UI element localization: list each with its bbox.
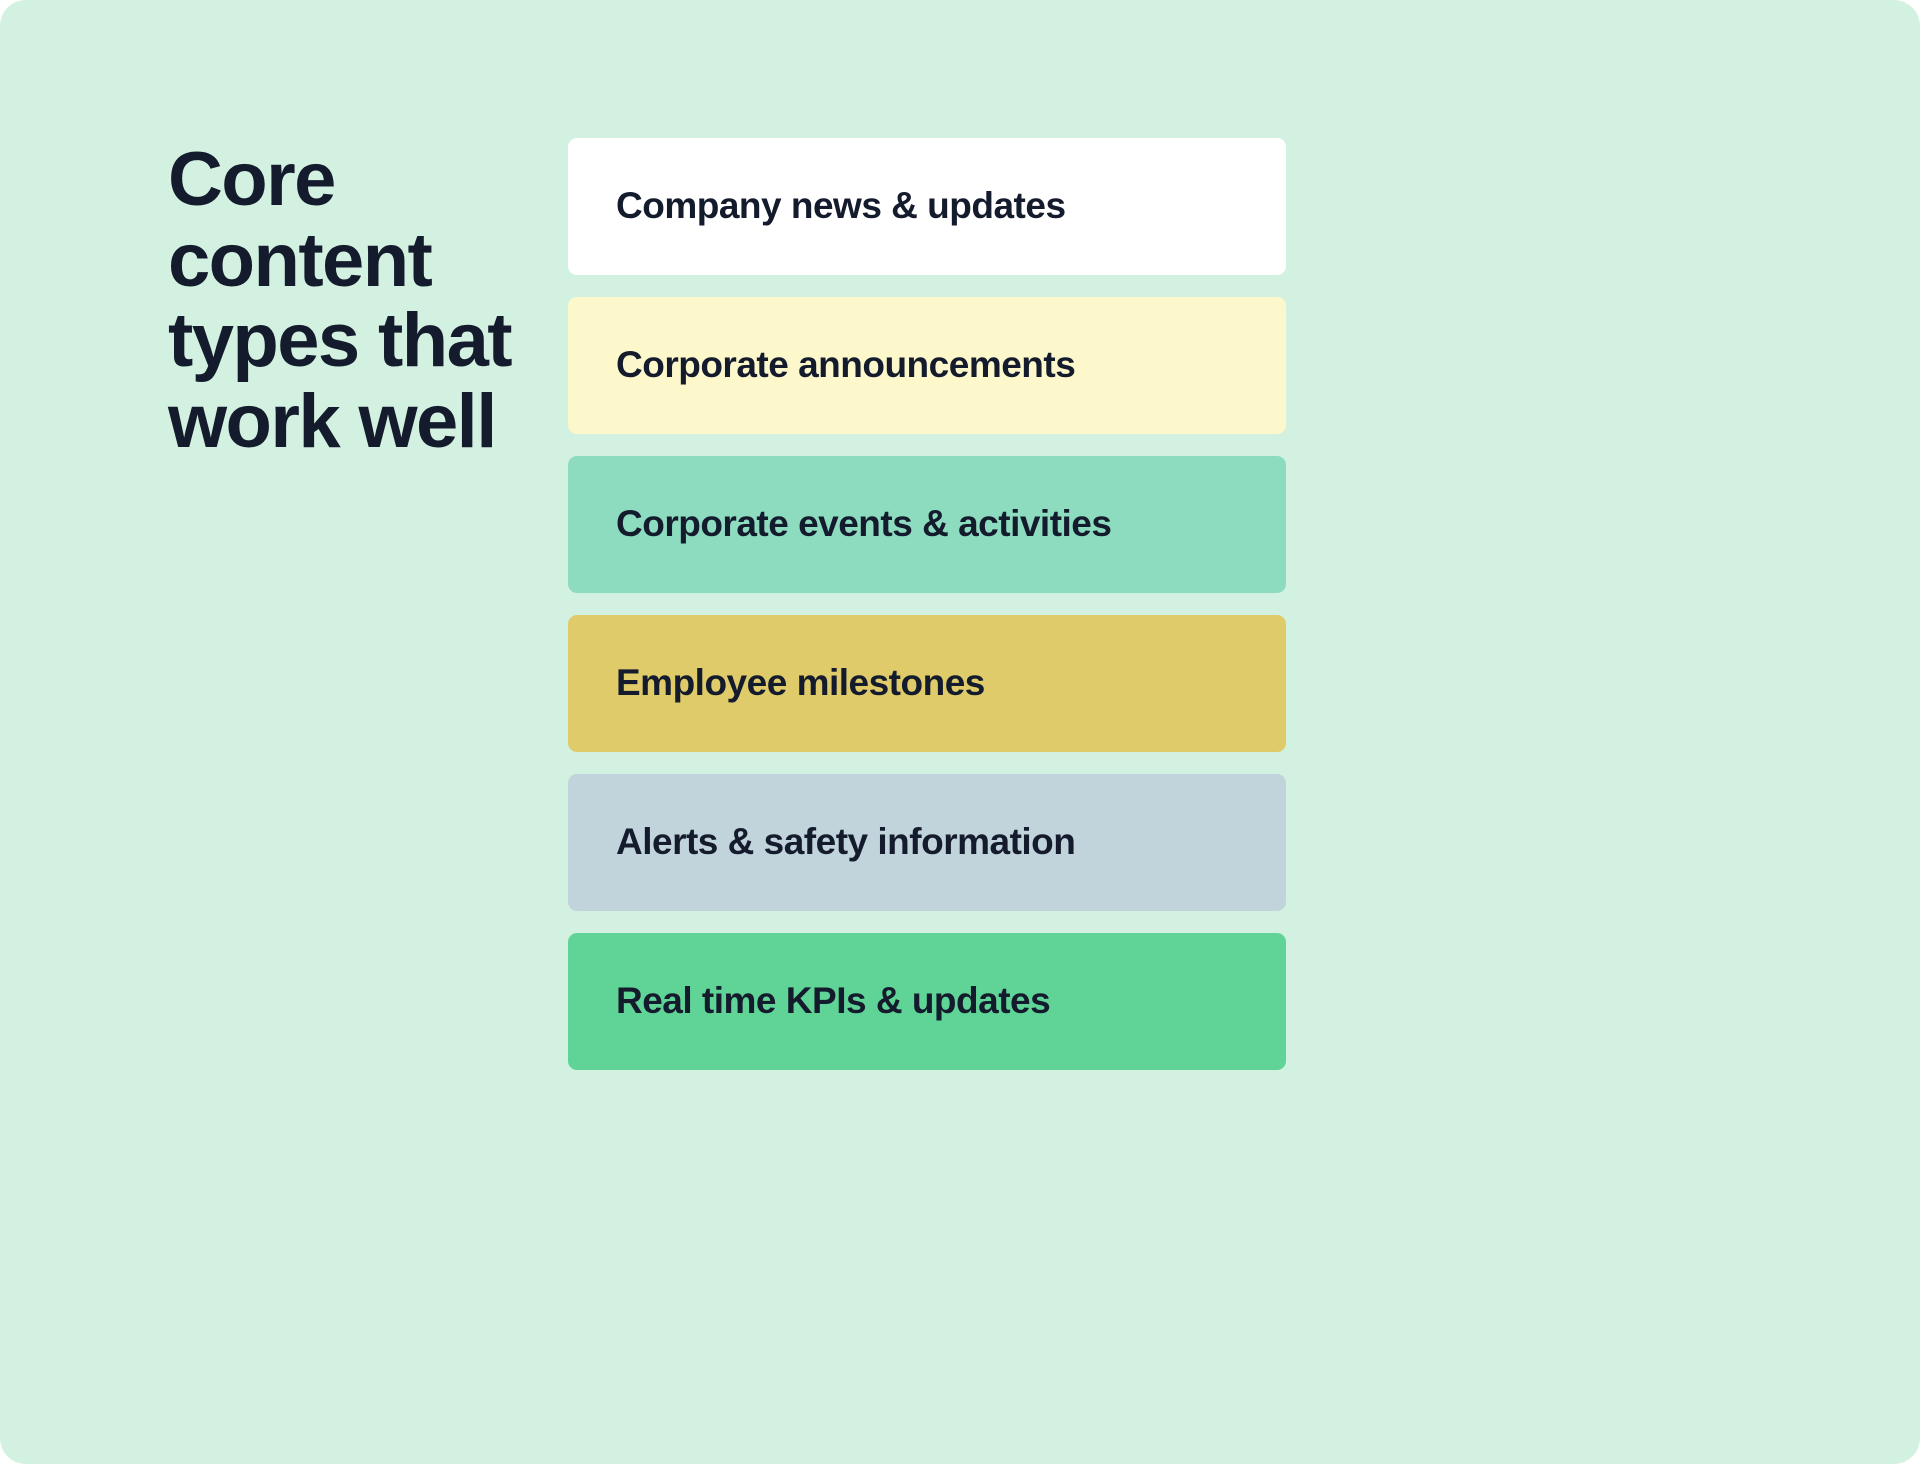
list-item[interactable]: Company news & updates [568, 138, 1286, 275]
list-item-label: Alerts & safety information [616, 821, 1076, 863]
heading-column: Core content types that work well [0, 0, 560, 462]
list-item[interactable]: Corporate announcements [568, 297, 1286, 434]
list-item[interactable]: Corporate events & activities [568, 456, 1286, 593]
list-item[interactable]: Alerts & safety information [568, 774, 1286, 911]
content-type-list: Company news & updates Corporate announc… [568, 0, 1288, 1070]
list-item-label: Company news & updates [616, 185, 1066, 227]
list-item-label: Employee milestones [616, 662, 985, 704]
list-item-label: Corporate events & activities [616, 503, 1112, 545]
list-item[interactable]: Real time KPIs & updates [568, 933, 1286, 1070]
list-item[interactable]: Employee milestones [568, 615, 1286, 752]
list-item-label: Corporate announcements [616, 344, 1076, 386]
list-item-label: Real time KPIs & updates [616, 980, 1051, 1022]
page-title: Core content types that work well [168, 137, 513, 464]
